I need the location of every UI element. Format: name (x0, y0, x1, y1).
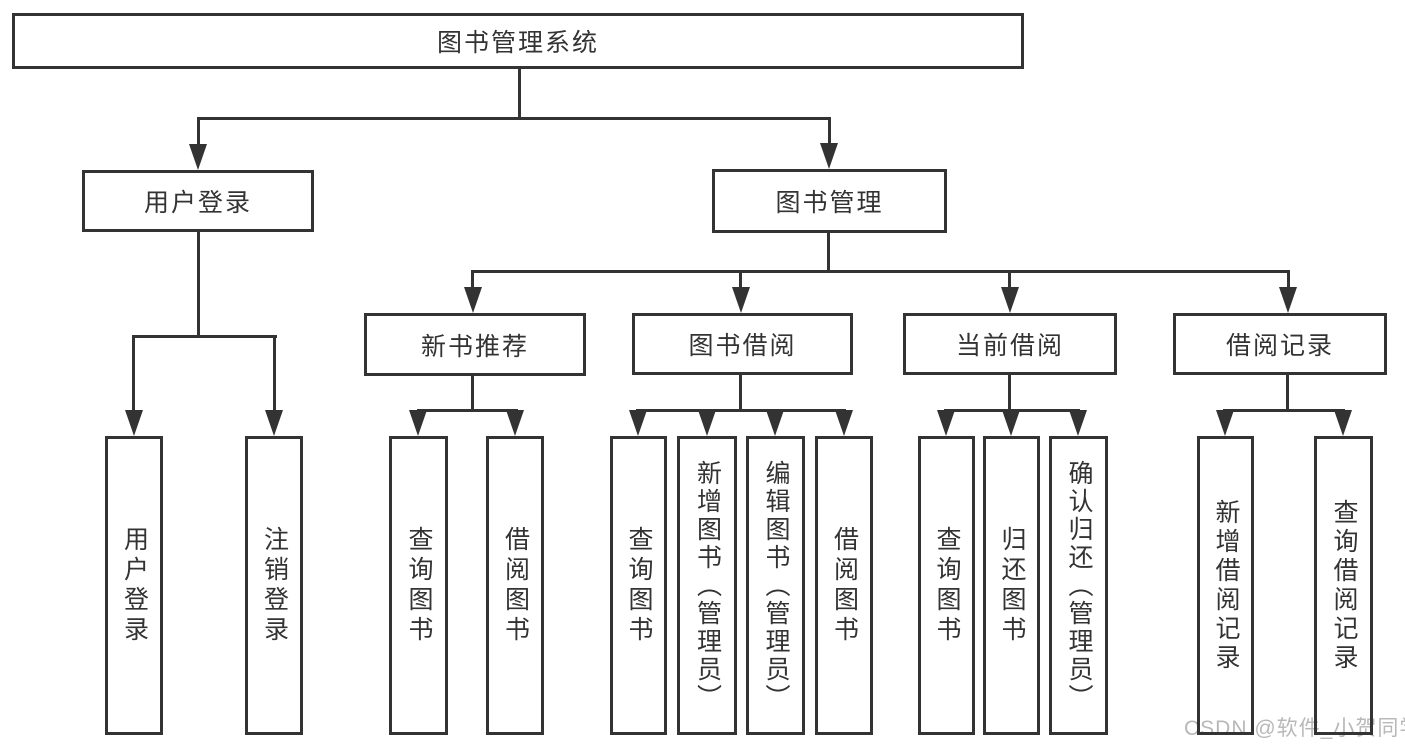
arrow-head (766, 410, 784, 436)
arrow-head (1279, 287, 1297, 313)
arrow-head (464, 287, 482, 313)
group-current-borrow: 当前借阅 (903, 313, 1117, 375)
connector-split (471, 270, 1290, 273)
arrow-head (265, 410, 283, 436)
arrow-head (820, 143, 838, 169)
group-new-books: 新书推荐 (364, 313, 586, 376)
leaf-current-confirm-return: 确认归还（管理员） (1049, 436, 1108, 735)
connector-drop (1008, 270, 1011, 292)
arrow-head (189, 144, 207, 170)
arrow-head (1001, 287, 1019, 313)
group-borrow-records: 借阅记录 (1173, 313, 1387, 375)
connector-stem (518, 69, 521, 120)
arrow-head (937, 410, 955, 436)
connector-stem (827, 233, 830, 273)
leaf-user-login: 用户登录 (105, 436, 163, 735)
connector-drop (132, 335, 135, 415)
connector-drop (471, 270, 474, 292)
arrow-head (1216, 410, 1234, 436)
connector-drop (273, 335, 276, 415)
connector-split (417, 409, 518, 412)
leaf-new-query-books: 查询图书 (389, 436, 448, 735)
group-book-borrow: 图书借阅 (632, 313, 853, 375)
connector-split (132, 335, 277, 338)
leaf-records-query: 查询借阅记录 (1314, 436, 1373, 735)
leaf-current-query-books: 查询图书 (918, 436, 975, 735)
branch-user-login: 用户登录 (82, 170, 314, 232)
branch-book-mgmt: 图书管理 (712, 169, 947, 233)
leaf-logout: 注销登录 (245, 436, 303, 735)
arrow-head (1334, 410, 1352, 436)
leaf-borrow-edit-books: 编辑图书（管理员） (746, 436, 805, 735)
connector-split (636, 409, 846, 412)
leaf-borrow-query-books: 查询图书 (610, 436, 667, 735)
leaf-borrow-add-books: 新增图书（管理员） (677, 436, 737, 735)
arrow-head (835, 410, 853, 436)
arrow-head (1002, 410, 1020, 436)
connector-drop (197, 117, 200, 149)
arrow-head (698, 410, 716, 436)
connector-stem (1286, 374, 1289, 412)
root-node: 图书管理系统 (12, 13, 1024, 69)
connector-stem (471, 375, 474, 412)
leaf-borrow-borrow-books: 借阅图书 (815, 436, 873, 735)
arrow-head (125, 410, 143, 436)
leaf-current-return-books: 归还图书 (983, 436, 1040, 735)
arrow-head (409, 410, 427, 436)
connector-drop (828, 117, 831, 148)
leaf-new-borrow-books: 借阅图书 (486, 436, 544, 735)
connector-stem (197, 232, 200, 338)
connector-drop (739, 270, 742, 292)
csdn-watermark: CSDN @软件_小贺同学 (1184, 717, 1405, 740)
connector-split (1223, 409, 1345, 412)
arrow-head (506, 410, 524, 436)
leaf-records-add: 新增借阅记录 (1197, 436, 1254, 735)
arrow-head (629, 410, 647, 436)
arrow-head (732, 287, 750, 313)
arrow-head (1069, 410, 1087, 436)
connector-drop (1287, 270, 1290, 292)
connector-stem (1008, 374, 1011, 412)
connector-split (197, 117, 831, 120)
connector-stem (739, 374, 742, 412)
